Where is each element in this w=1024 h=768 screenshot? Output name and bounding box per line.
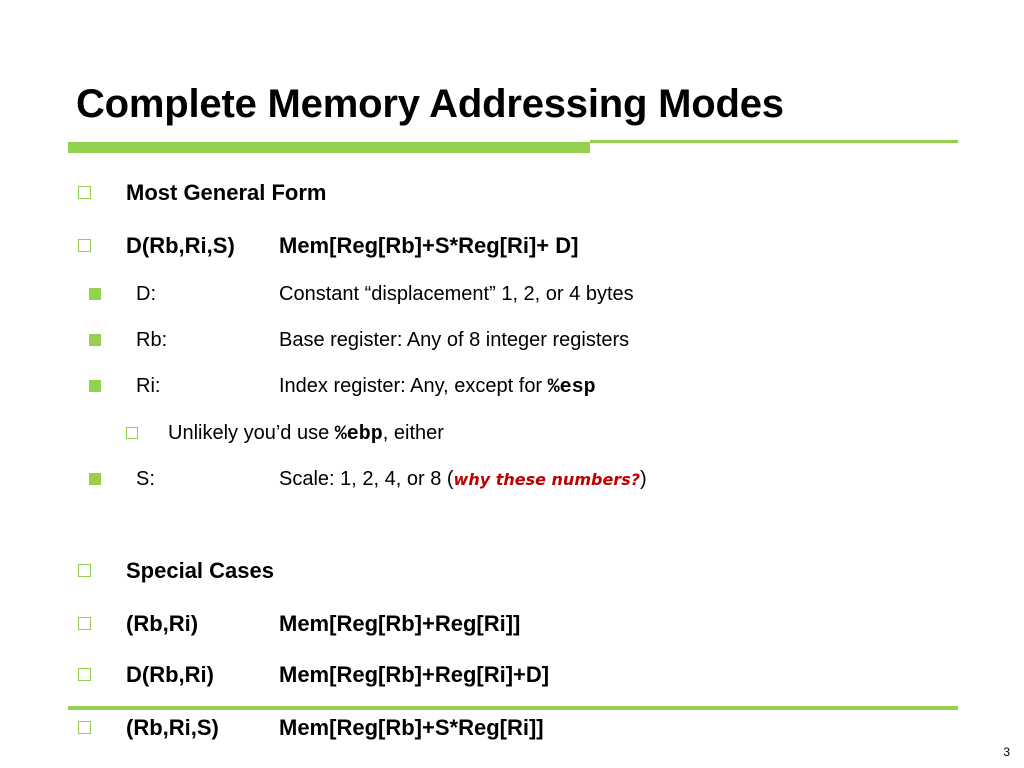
hollow-square-bullet-icon <box>78 617 91 630</box>
filled-square-bullet-icon <box>89 380 101 392</box>
item-term: Rb: <box>136 329 168 351</box>
item-desc: Scale: 1, 2, 4, or 8 (why these numbers?… <box>279 468 647 491</box>
title-underline-thin <box>590 140 958 143</box>
item-desc-prefix: Scale: 1, 2, 4, or 8 ( <box>279 468 454 490</box>
filled-square-bullet-icon <box>89 334 101 346</box>
special-case-expr: (Rb,Ri,S) <box>126 715 219 740</box>
sub-note-suffix: , either <box>382 422 444 444</box>
special-case-expr: (Rb,Ri) <box>126 611 199 636</box>
item-desc-suffix: ) <box>640 468 647 490</box>
hollow-square-bullet-icon <box>78 564 91 577</box>
hollow-square-bullet-icon <box>78 186 91 199</box>
special-case-meaning: Mem[Reg[Rb]+Reg[Ri]] <box>279 611 521 636</box>
item-term: Ri: <box>136 375 161 397</box>
special-case-meaning: Mem[Reg[Rb]+Reg[Ri]+D] <box>279 662 550 687</box>
hollow-square-bullet-icon <box>78 721 91 734</box>
hollow-square-bullet-icon <box>78 668 91 681</box>
general-heading-text: Most General Form <box>126 180 327 205</box>
hollow-square-bullet-icon <box>126 427 138 439</box>
highlight-question: why these numbers? <box>453 470 640 489</box>
special-heading-text: Special Cases <box>126 558 274 583</box>
general-form-expr: D(Rb,Ri,S) <box>126 233 235 258</box>
slide-title: Complete Memory Addressing Modes <box>76 82 784 126</box>
sub-note-text: Unlikely you’d use %ebp, either <box>168 422 444 446</box>
item-term: S: <box>136 468 155 490</box>
general-form-meaning: Mem[Reg[Rb]+S*Reg[Ri]+ D] <box>279 233 579 258</box>
filled-square-bullet-icon <box>89 288 101 300</box>
item-desc: Base register: Any of 8 integer register… <box>279 329 630 351</box>
title-underline-thick <box>68 142 590 153</box>
special-case-meaning: Mem[Reg[Rb]+S*Reg[Ri]] <box>279 715 544 740</box>
bottom-rule <box>68 706 958 710</box>
item-term: D: <box>136 283 156 305</box>
page-number: 3 <box>1003 745 1010 759</box>
item-desc: Constant “displacement” 1, 2, or 4 bytes <box>279 283 634 305</box>
register-code: %esp <box>547 376 596 399</box>
filled-square-bullet-icon <box>89 473 101 485</box>
sub-note-prefix: Unlikely you’d use <box>168 422 335 444</box>
item-desc-prefix: Index register: Any, except for <box>279 375 548 397</box>
hollow-square-bullet-icon <box>78 239 91 252</box>
register-code: %ebp <box>334 423 383 446</box>
item-desc: Index register: Any, except for %esp <box>279 375 596 399</box>
special-case-expr: D(Rb,Ri) <box>126 662 214 687</box>
